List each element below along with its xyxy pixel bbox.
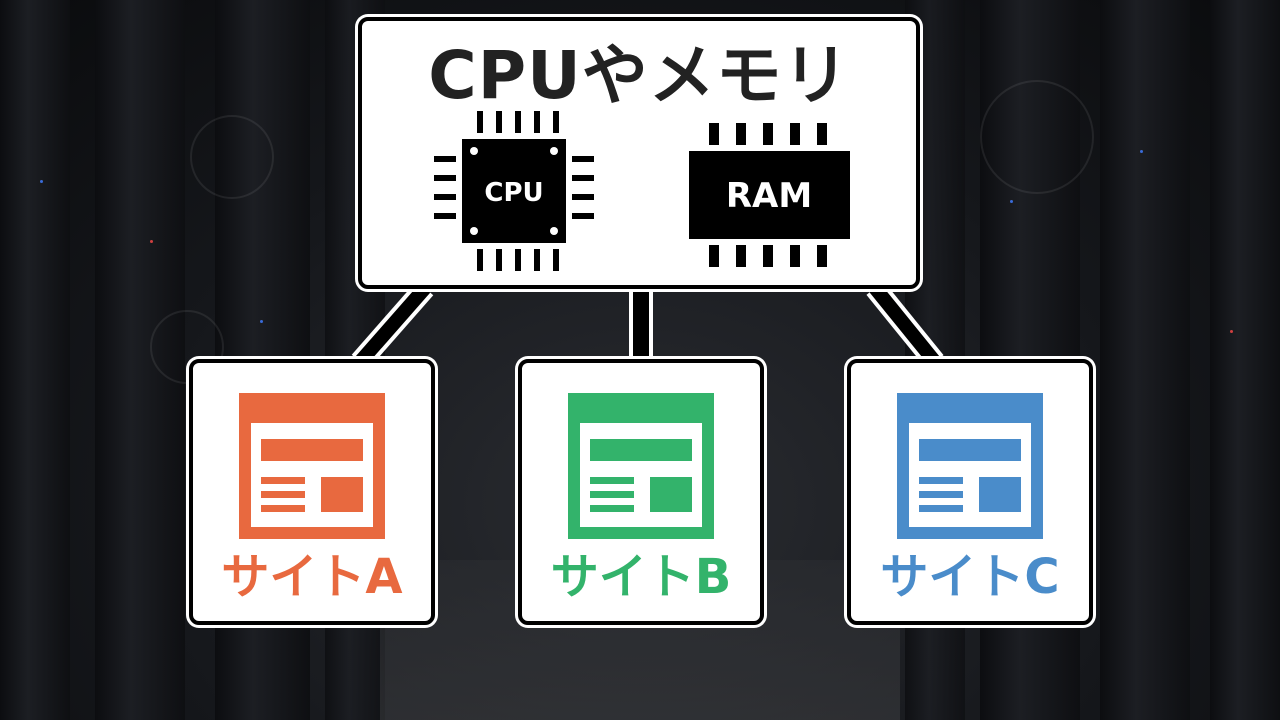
connector-left (351, 280, 434, 370)
webpage-icon (239, 393, 385, 539)
ram-module-icon: RAM (689, 123, 850, 267)
cpu-chip-icon: CPU (434, 111, 594, 271)
connector-right (866, 281, 944, 369)
server-resources-title: CPUやメモリ (428, 37, 850, 114)
site-b-label: サイトB (550, 549, 732, 605)
site-a-box: サイトA (189, 359, 435, 625)
site-b-box: サイトB (518, 359, 764, 625)
cpu-label: CPU (484, 178, 543, 208)
webpage-icon (897, 393, 1043, 539)
site-c-label: サイトC (880, 549, 1060, 605)
webpage-icon (568, 393, 714, 539)
site-a-label: サイトA (221, 549, 403, 605)
ram-label: RAM (726, 176, 812, 216)
site-c-box: サイトC (847, 359, 1093, 625)
server-resources-box: CPUやメモリ CPU RAM (358, 17, 920, 289)
